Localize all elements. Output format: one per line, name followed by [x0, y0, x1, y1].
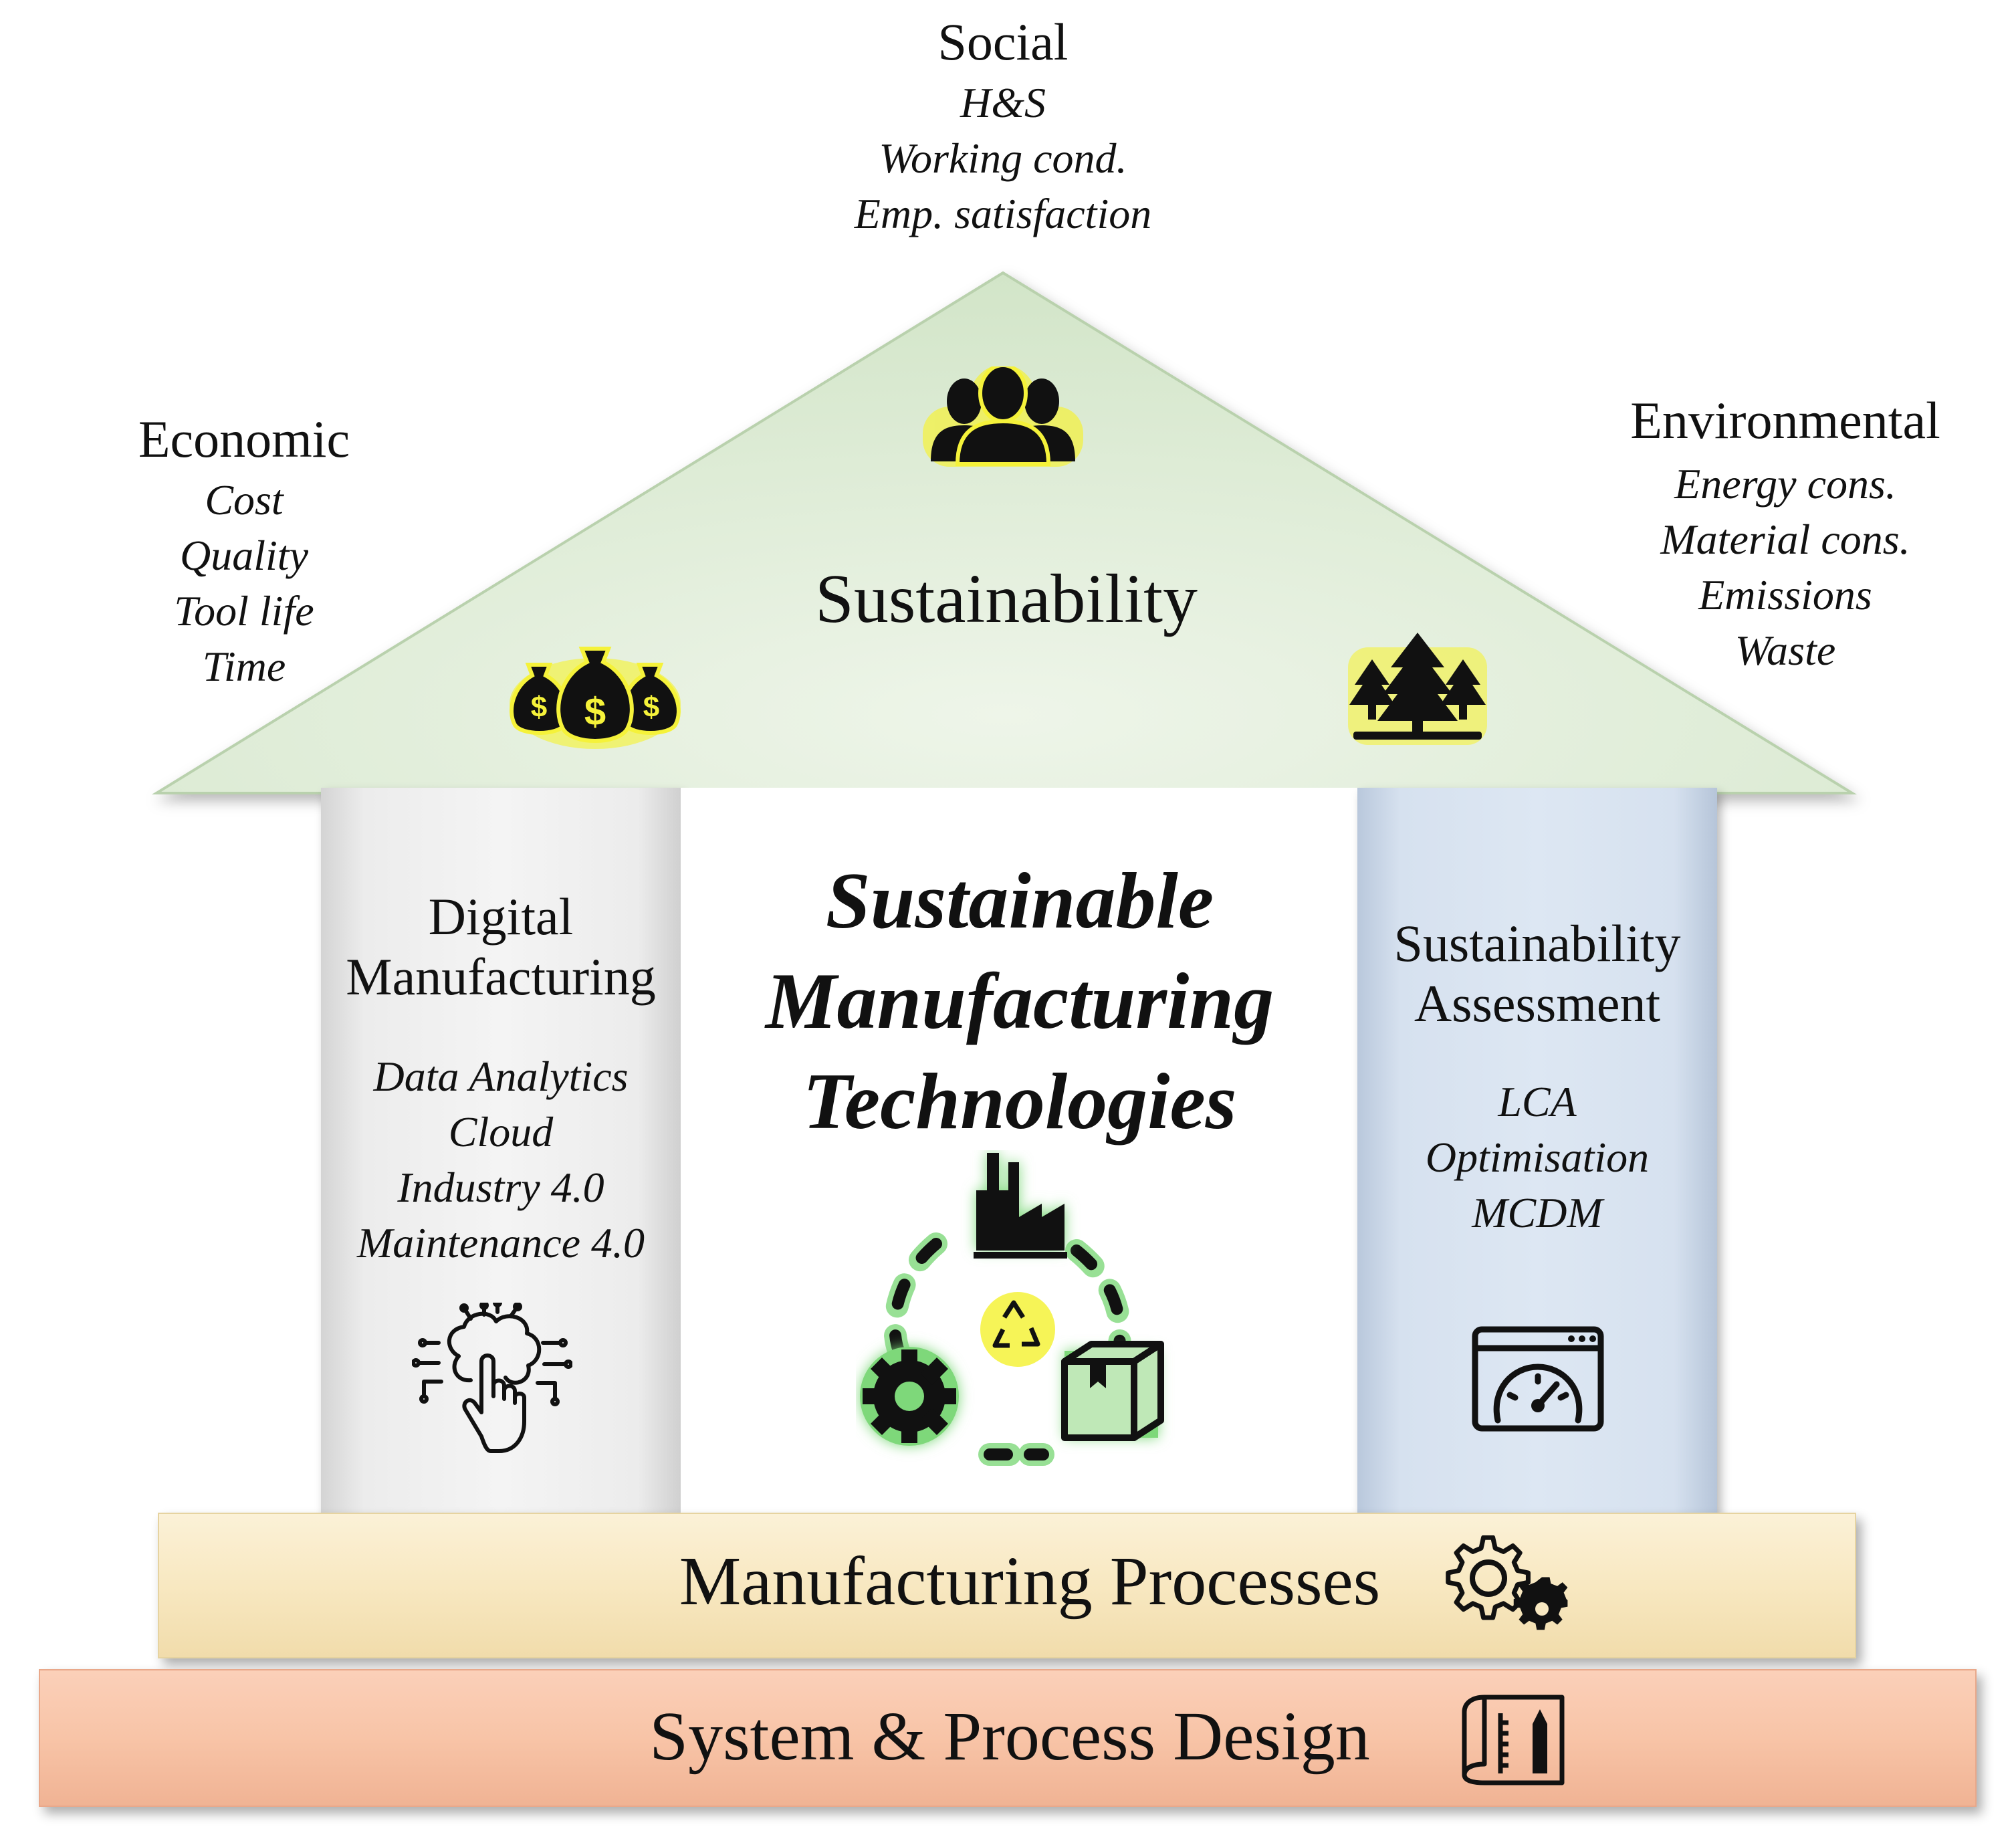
- center-title: Sustainable Manufacturing Technologies: [689, 851, 1351, 1152]
- manufacturing-processes-bar: [158, 1513, 1856, 1658]
- pillar-left-title-line: Digital: [428, 887, 574, 946]
- money-bags-icon: $ $ $: [510, 647, 681, 749]
- pillar-right-item: Optimisation: [1425, 1133, 1650, 1181]
- pillar-right-title: Sustainability Assessment: [1364, 913, 1710, 1034]
- social-item: Working cond.: [879, 134, 1127, 182]
- digital-touch-brain-icon: [412, 1303, 572, 1453]
- svg-text:$: $: [531, 691, 547, 724]
- environmental-item: Emissions: [1698, 571, 1872, 619]
- economic-item: Cost: [205, 476, 284, 524]
- manufacturing-processes-label: Manufacturing Processes: [679, 1543, 1381, 1620]
- performance-dashboard-icon: [1472, 1326, 1604, 1432]
- pillar-left-items: Data Analytics Cloud Industry 4.0 Mainte…: [321, 1049, 681, 1271]
- pillar-left-item: Cloud: [448, 1108, 554, 1156]
- social-heading: Social: [937, 13, 1069, 71]
- pillar-center: [681, 788, 1357, 1517]
- pillar-digital-manufacturing: [321, 788, 681, 1517]
- pillar-right-items: LCA Optimisation MCDM: [1357, 1074, 1717, 1240]
- economic-item: Quality: [180, 532, 308, 579]
- svg-text:$: $: [584, 690, 606, 734]
- pillar-right-title-line: Assessment: [1414, 974, 1661, 1033]
- svg-text:$: $: [643, 691, 659, 724]
- center-title-line: Technologies: [802, 1057, 1237, 1146]
- center-title-line: Manufacturing: [765, 956, 1274, 1045]
- environmental-heading: Environmental: [1630, 391, 1940, 449]
- blueprint-icon: [1462, 1695, 1565, 1785]
- pillar-sustainability-assessment: [1357, 788, 1717, 1517]
- gears-icon: [1446, 1535, 1568, 1630]
- environmental-items: Energy cons. Material cons. Emissions Wa…: [1598, 456, 1973, 678]
- environmental-item: Material cons.: [1660, 516, 1910, 563]
- social-item: Emp. satisfaction: [854, 190, 1152, 237]
- pillar-left-title-line: Manufacturing: [346, 948, 656, 1006]
- people-group-icon: [923, 366, 1083, 467]
- economic-item: Time: [202, 643, 286, 690]
- pillar-left-item: Maintenance 4.0: [356, 1219, 645, 1267]
- social-items: H&S Working cond. Emp. satisfaction: [769, 75, 1237, 241]
- pillar-right-item: LCA: [1498, 1078, 1577, 1125]
- environmental-item: Waste: [1734, 627, 1836, 674]
- pillar-left-item: Industry 4.0: [397, 1164, 604, 1211]
- center-title-line: Sustainable: [825, 856, 1214, 945]
- system-process-design-label: System & Process Design: [649, 1698, 1370, 1775]
- economic-heading: Economic: [138, 410, 350, 468]
- pillar-right-item: MCDM: [1472, 1189, 1603, 1236]
- economic-item: Tool life: [174, 587, 314, 635]
- pillar-left-title: Digital Manufacturing: [328, 887, 674, 1007]
- social-item: H&S: [960, 79, 1046, 126]
- economic-items: Cost Quality Tool life Time: [110, 472, 378, 694]
- trees-icon: [1348, 633, 1487, 745]
- system-process-design-bar: [39, 1669, 1977, 1807]
- circular-manufacturing-icon: [860, 1153, 1164, 1466]
- roof-title: Sustainability: [815, 560, 1198, 637]
- pillar-right-title-line: Sustainability: [1393, 914, 1681, 972]
- environmental-item: Energy cons.: [1674, 460, 1896, 508]
- pillar-left-item: Data Analytics: [373, 1053, 629, 1100]
